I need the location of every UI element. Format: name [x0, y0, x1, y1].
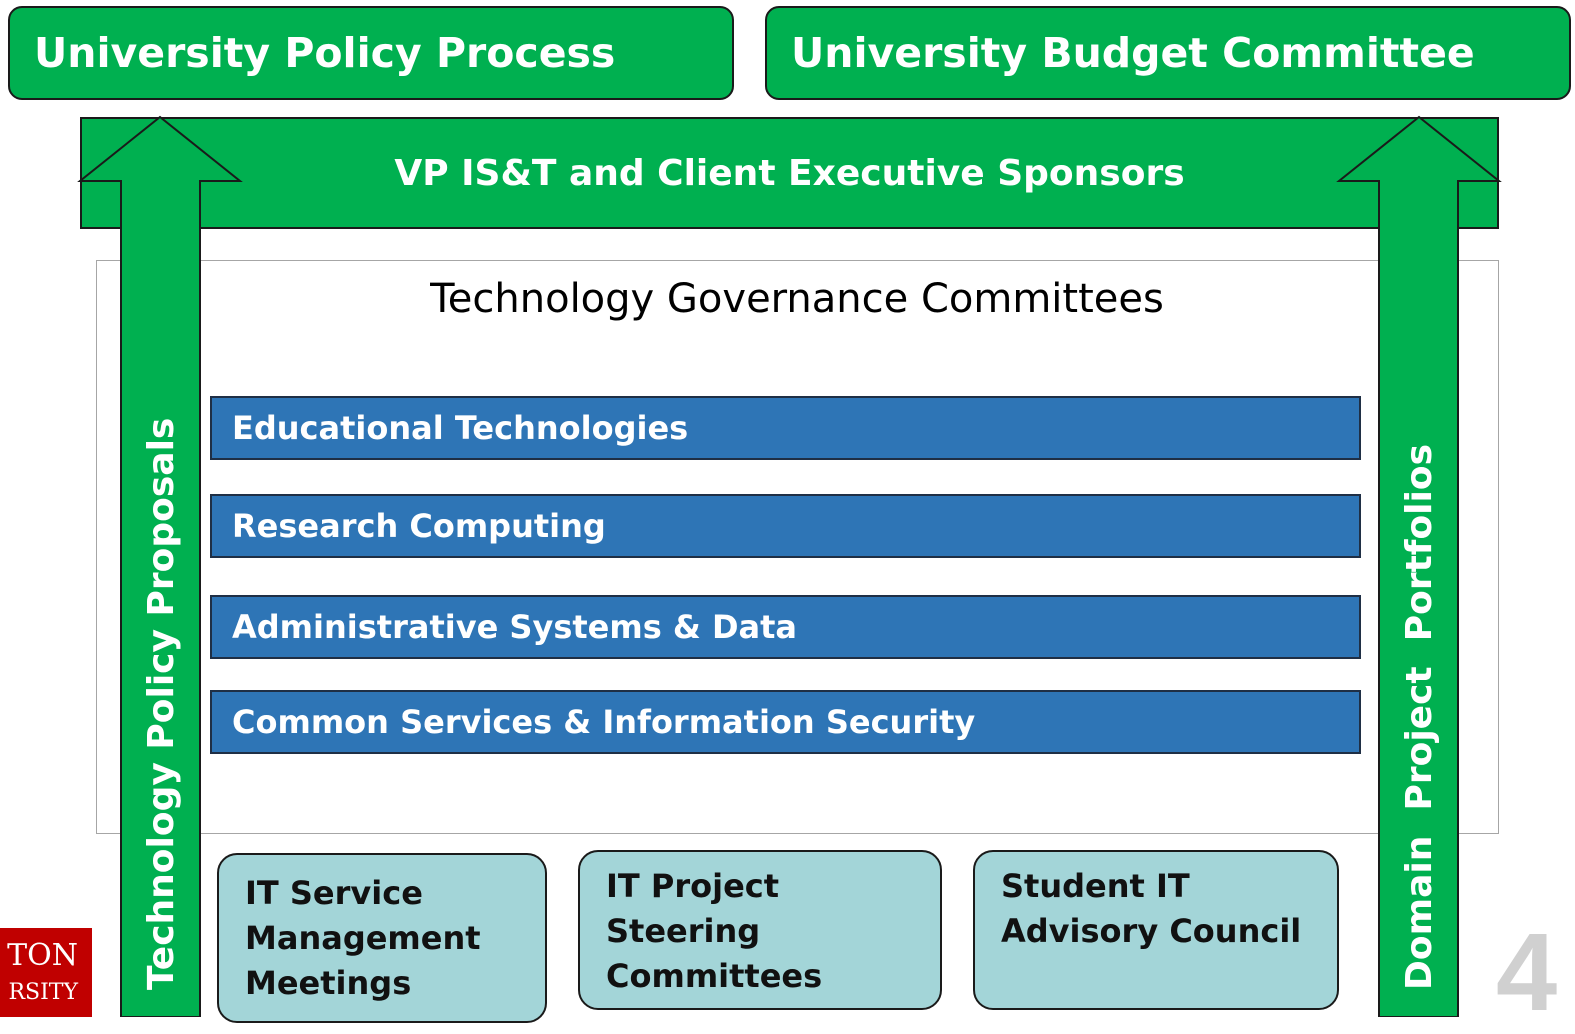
committee-bar-label: Research Computing	[232, 507, 606, 545]
university-policy-process-label: University Policy Process	[34, 29, 616, 77]
box-line: Student IT	[1001, 867, 1190, 905]
university-budget-committee-box: University Budget Committee	[765, 6, 1571, 100]
committee-bar-research-computing: Research Computing	[210, 494, 1361, 558]
committee-bar-common-services-security: Common Services & Information Security	[210, 690, 1361, 754]
governance-committees-title: Technology Governance Committees	[430, 276, 1164, 322]
box-line: IT Service	[245, 874, 423, 912]
slide-number: 4	[1496, 911, 1558, 1034]
box-line: Meetings	[245, 964, 412, 1002]
vp-executive-sponsors-band	[80, 117, 1499, 229]
it-service-management-box: IT Service Management Meetings	[217, 853, 547, 1023]
university-logo: TON RSITY	[0, 928, 92, 1017]
student-it-advisory-box: Student IT Advisory Council	[973, 850, 1339, 1010]
technology-policy-proposals-label: Technology Policy Proposals	[141, 417, 182, 990]
committee-bar-educational-technologies: Educational Technologies	[210, 396, 1361, 460]
domain-project-portfolios-label: Domain Project Portfolios	[1399, 443, 1440, 990]
logo-text-line1: TON	[7, 938, 78, 973]
committee-bar-label: Common Services & Information Security	[232, 703, 976, 741]
box-line: Committees	[606, 957, 823, 995]
university-policy-process-box: University Policy Process	[8, 6, 734, 100]
logo-text-line2: RSITY	[8, 980, 78, 1005]
right-up-arrow	[1336, 115, 1502, 1017]
it-project-steering-box: IT Project Steering Committees	[578, 850, 942, 1010]
committee-bar-label: Educational Technologies	[232, 409, 689, 447]
left-up-arrow	[77, 115, 243, 1017]
box-line: Steering	[606, 912, 761, 950]
box-line: Management	[245, 919, 481, 957]
box-line: Advisory Council	[1001, 912, 1302, 950]
committee-bar-label: Administrative Systems & Data	[232, 608, 797, 646]
box-line: IT Project	[606, 867, 780, 905]
university-budget-committee-label: University Budget Committee	[791, 29, 1475, 77]
vp-executive-sponsors-label: VP IS&T and Client Executive Sponsors	[394, 152, 1185, 194]
committee-bar-administrative-systems: Administrative Systems & Data	[210, 595, 1361, 659]
